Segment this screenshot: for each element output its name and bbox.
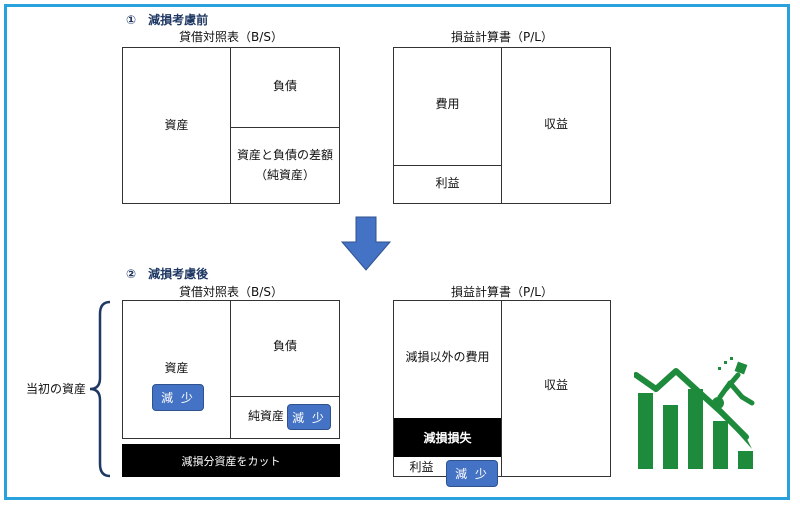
bs-before-liabilities: 負債	[272, 79, 297, 93]
pl-after-other-expenses: 減損以外の費用	[405, 350, 490, 364]
initial-assets-label: 当初の資産	[26, 382, 87, 396]
pl-before-profit: 利益	[435, 176, 460, 190]
pl-after-revenue: 収益	[543, 378, 568, 392]
pl-title-after: 損益計算書（P/L）	[451, 285, 553, 299]
assets-decrease-badge: 減 少	[152, 384, 204, 411]
outer-frame	[4, 4, 790, 500]
pl-before: 費用 利益 収益	[393, 47, 611, 204]
pl-title-before: 損益計算書（P/L）	[451, 30, 553, 44]
bs-after: 資産 減 少 負債 純資産 減 少	[122, 300, 340, 439]
bs-after-liabilities: 負債	[272, 339, 297, 353]
pl-after-profit: 利益	[409, 460, 434, 474]
bs-before: 資産 負債 資産と負債の差額 （純資産）	[122, 47, 340, 204]
declining-chart-falling-person-icon	[634, 357, 755, 469]
profit-decrease-badge: 減 少	[446, 460, 498, 487]
bs-after-assets: 資産	[164, 361, 189, 375]
bs-title-before: 貸借対照表（B/S）	[179, 30, 283, 44]
impairment-loss-bar: 減損損失	[394, 418, 501, 457]
section-title-before: ① 減損考慮前	[126, 13, 209, 27]
bs-before-equity-line2: （純資産）	[254, 168, 315, 182]
down-arrow-icon	[340, 216, 392, 271]
bracket-icon	[89, 300, 111, 478]
pl-after: 減損以外の費用 減損損失 利益 収益	[393, 300, 611, 477]
equity-decrease-badge: 減 少	[287, 404, 331, 430]
pl-before-revenue: 収益	[543, 117, 568, 131]
bs-after-equity: 純資産	[247, 409, 284, 423]
impairment-cut-bar: 減損分資産をカット	[122, 444, 340, 477]
bs-before-equity-line1: 資産と負債の差額	[236, 148, 333, 162]
bs-before-assets: 資産	[164, 118, 189, 132]
section-title-after: ② 減損考慮後	[126, 267, 209, 281]
bs-title-after: 貸借対照表（B/S）	[179, 285, 283, 299]
pl-before-expenses: 費用	[435, 97, 460, 111]
